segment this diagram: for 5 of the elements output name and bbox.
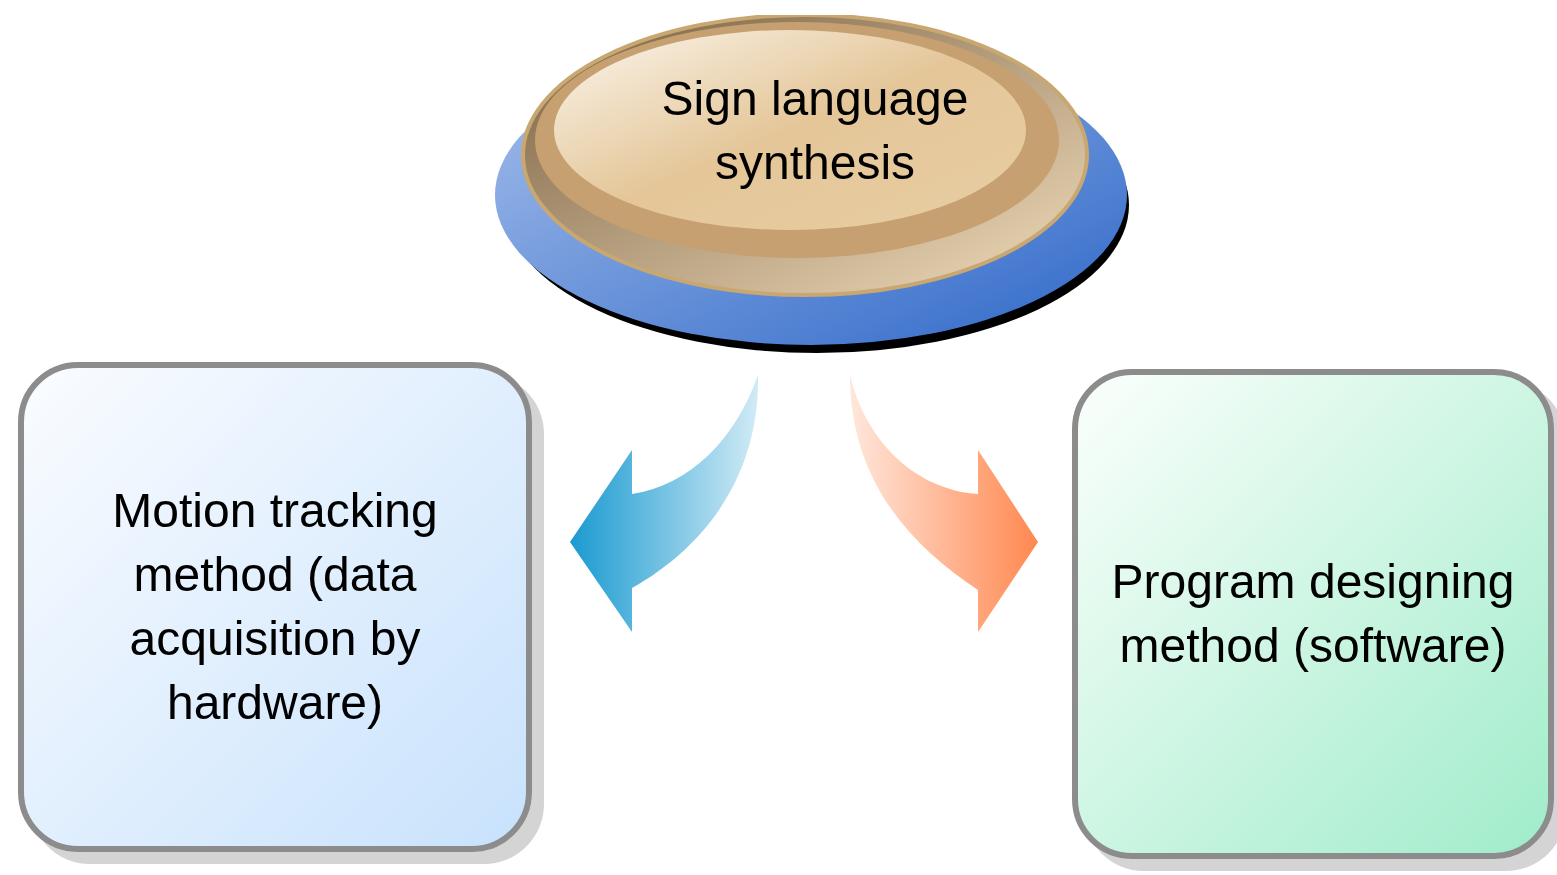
curved-arrow <box>850 375 1038 632</box>
curved-arrow <box>570 375 758 632</box>
node-label: Sign language synthesis <box>660 71 970 191</box>
node-label: Program designing method (software) <box>1110 554 1516 674</box>
node-label: Motion tracking method (data acquisition by hardware) <box>111 483 439 731</box>
